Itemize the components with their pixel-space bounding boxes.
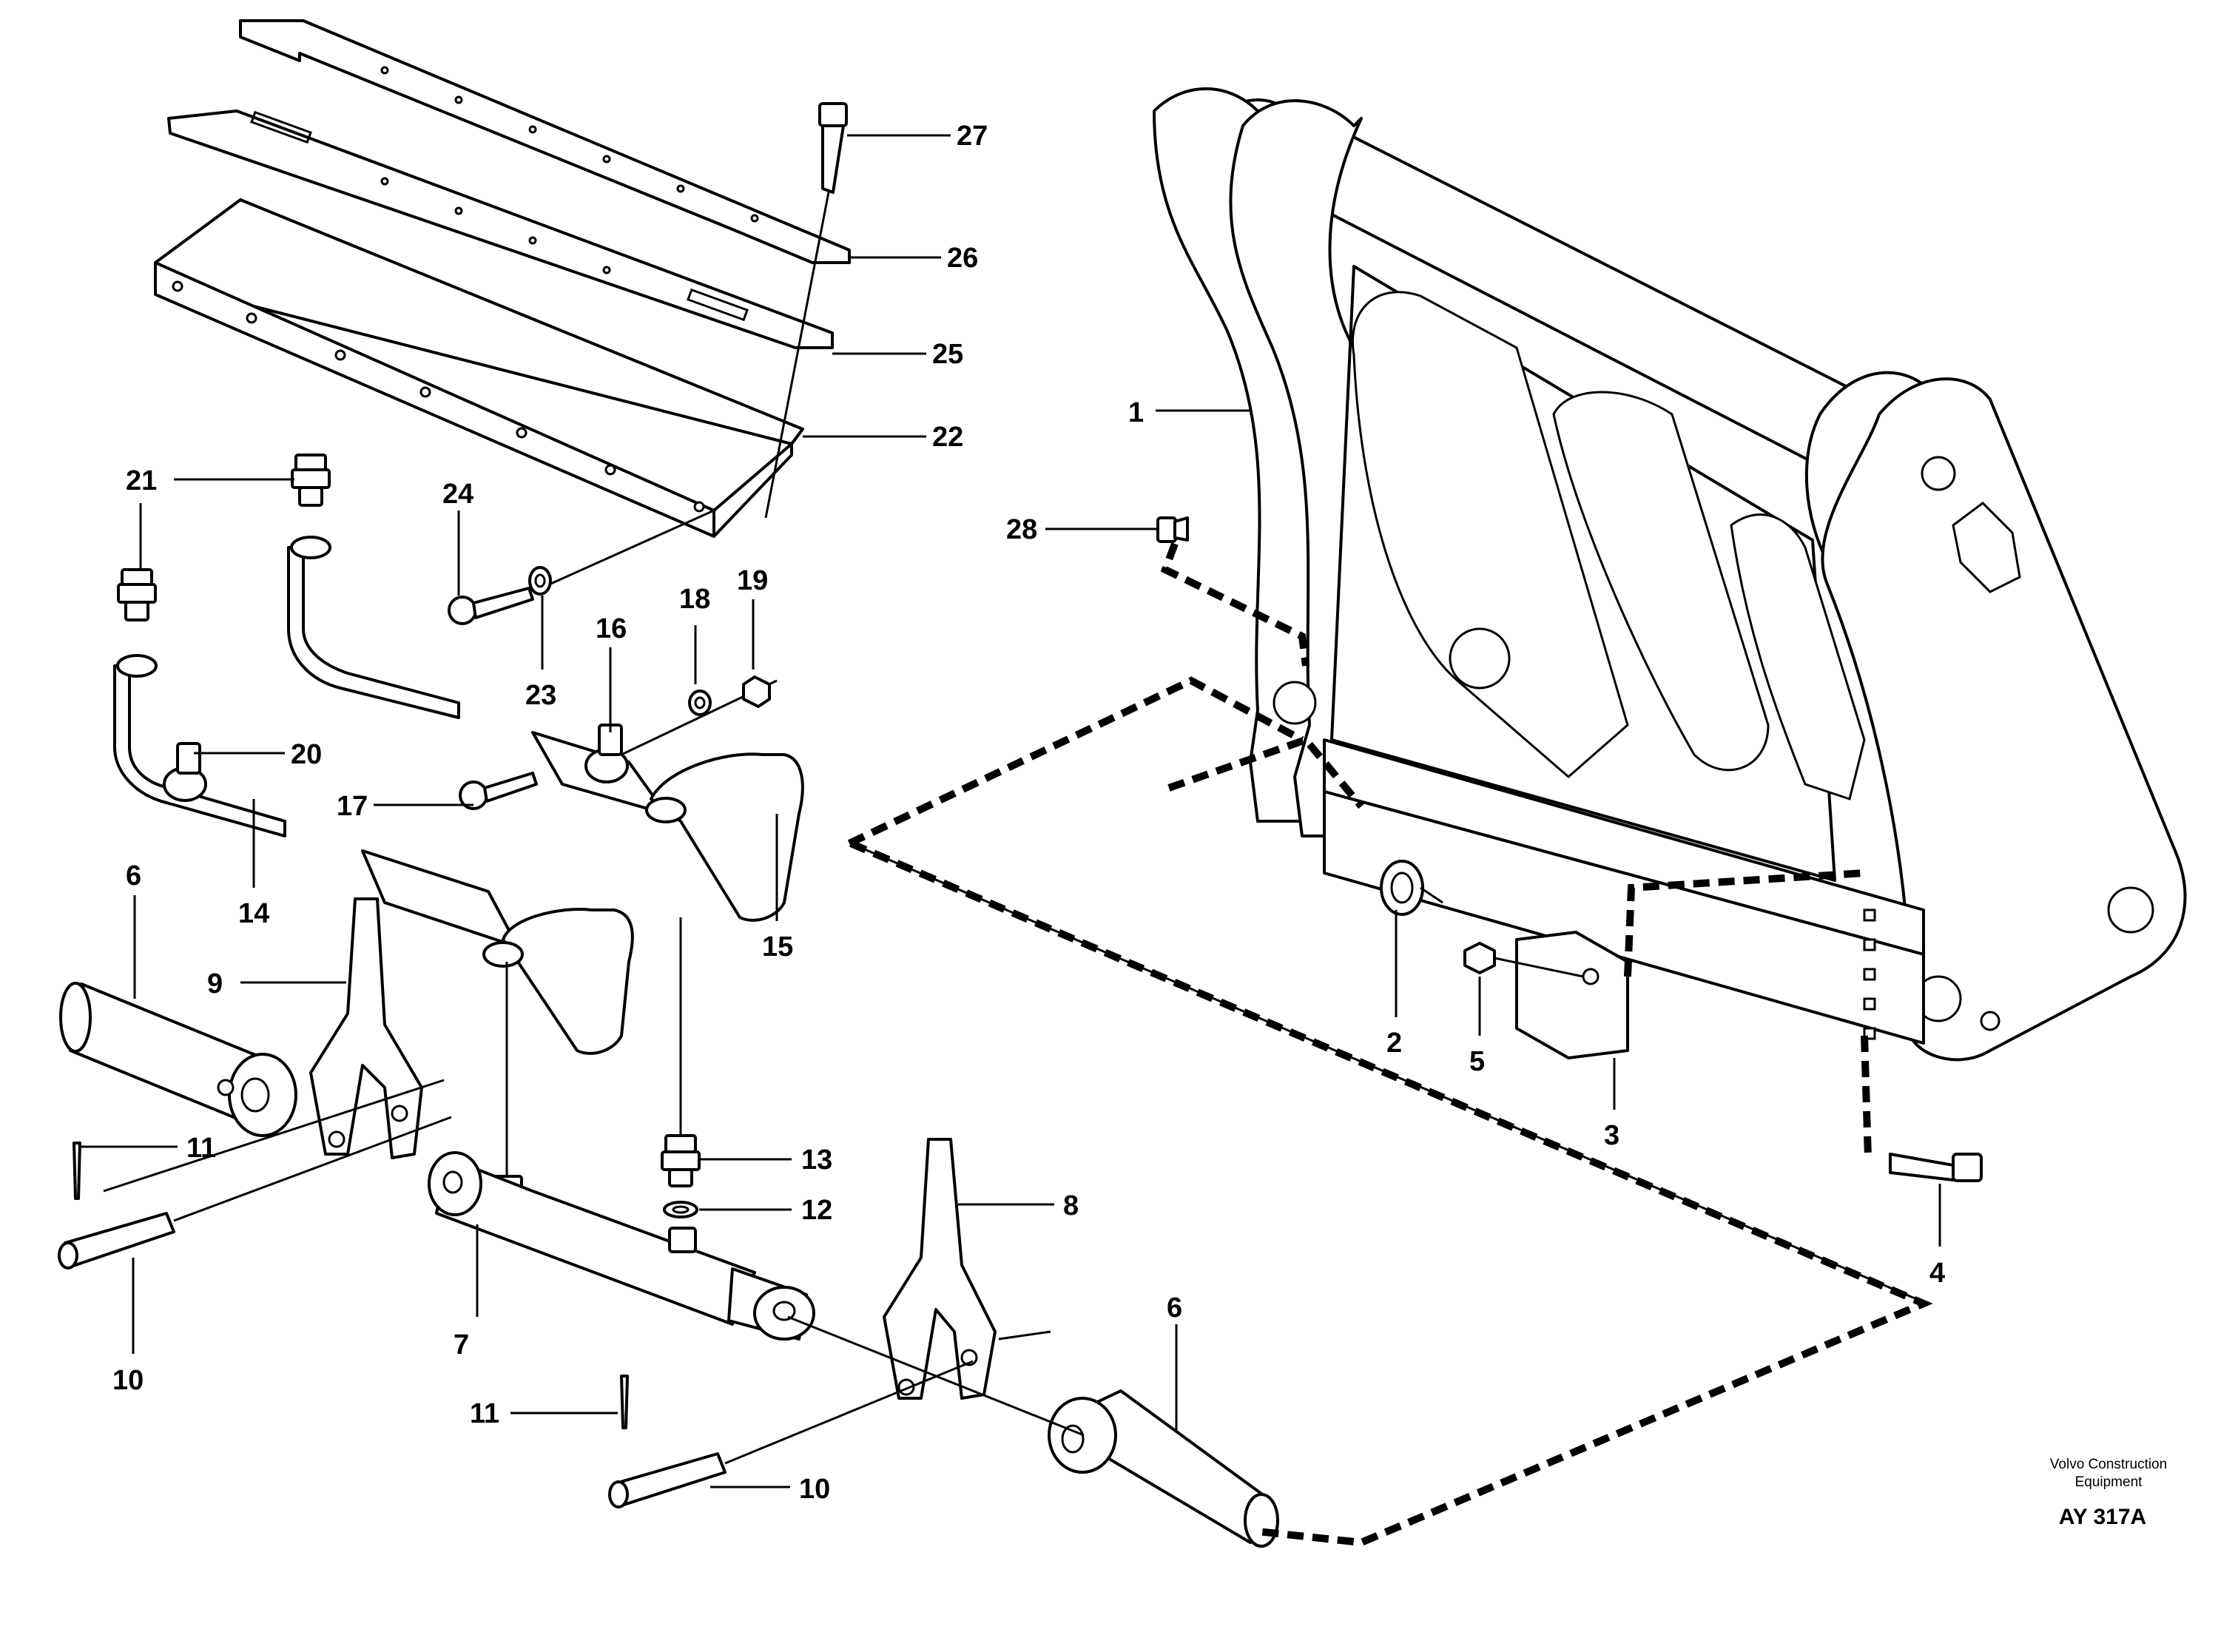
pipe-14	[113, 654, 634, 1055]
grease-nipple-28	[1156, 516, 1189, 543]
callout-1: 1	[1128, 397, 1144, 428]
callout-6b: 6	[1167, 1292, 1182, 1324]
callout-labels: 1 2 3 4 5 6 6 7 8 9 10 10 11 11 12 13 14…	[112, 121, 1945, 1505]
callout-20: 20	[291, 739, 322, 770]
cotter-11b	[620, 1375, 629, 1429]
callout-23: 23	[525, 680, 556, 711]
callout-5: 5	[1469, 1046, 1485, 1077]
clamp-20	[163, 742, 207, 802]
cotter-11a	[73, 1142, 81, 1200]
hydraulic-cylinder-7	[428, 1151, 815, 1341]
callout-9: 9	[207, 968, 223, 999]
dashed-connectors	[847, 542, 1933, 1547]
pin-10b	[608, 1360, 974, 1508]
figure-code: AY 317A	[2059, 1505, 2146, 1529]
caption-line-2: Equipment	[2075, 1474, 2143, 1490]
axis-line-cylinder	[787, 1315, 1085, 1437]
wear-plate-26	[239, 19, 851, 264]
callout-6a: 6	[126, 860, 141, 891]
callout-13: 13	[801, 1144, 832, 1176]
callout-26: 26	[947, 243, 978, 274]
callout-15: 15	[762, 931, 793, 962]
callout-18: 18	[679, 584, 710, 615]
callout-11b: 11	[470, 1398, 499, 1429]
callout-8: 8	[1063, 1190, 1079, 1221]
bolt-4	[1889, 1153, 1983, 1182]
pipe-15	[287, 536, 804, 922]
callout-2: 2	[1386, 1028, 1402, 1059]
callout-21: 21	[126, 465, 157, 496]
fitting-21b	[117, 568, 157, 621]
washer-18	[688, 690, 712, 716]
callout-24: 24	[442, 479, 473, 510]
bolt-24	[448, 509, 715, 625]
callout-12: 12	[801, 1195, 832, 1226]
lever-8	[883, 1138, 1051, 1400]
publisher-caption: Volvo Construction Equipment AY 317A	[2050, 1457, 2167, 1529]
edge-bracket-22	[154, 198, 804, 538]
fitting-cyl	[487, 962, 527, 1210]
lug-3	[1515, 931, 1629, 1059]
clamp-16	[584, 679, 778, 783]
lever-9	[309, 897, 423, 1159]
callout-17: 17	[337, 791, 368, 822]
callout-25: 25	[932, 339, 963, 370]
callout-10b: 10	[799, 1474, 830, 1505]
callout-16: 16	[596, 613, 627, 644]
callout-19: 19	[737, 565, 768, 596]
axis-line-left	[103, 1079, 445, 1193]
nut-5	[1463, 942, 1584, 978]
pin-6b	[1048, 1389, 1279, 1548]
leader-lines	[81, 134, 1941, 1489]
pin-6a	[59, 982, 297, 1137]
callout-22: 22	[932, 422, 963, 453]
pin-10a	[58, 1116, 452, 1270]
bolt-27	[764, 102, 848, 519]
washer-23	[528, 566, 552, 596]
bearing-2	[1380, 860, 1443, 916]
callout-3: 3	[1604, 1120, 1619, 1151]
callout-4: 4	[1929, 1258, 1945, 1289]
nut-19	[742, 675, 771, 708]
fitting-13	[661, 917, 701, 1187]
wear-plate-25	[167, 109, 834, 349]
fitting-21a	[291, 454, 331, 507]
callout-28: 28	[1006, 514, 1037, 545]
callout-27: 27	[957, 121, 988, 152]
callout-10a: 10	[112, 1365, 144, 1396]
callout-11a: 11	[186, 1133, 216, 1164]
callout-7: 7	[454, 1329, 469, 1361]
bolt-17	[459, 772, 538, 810]
callout-14: 14	[238, 898, 269, 929]
caption-line-1: Volvo Construction	[2050, 1457, 2167, 1472]
attachment-frame-1	[1153, 87, 2187, 1062]
seal-12	[663, 1201, 698, 1218]
